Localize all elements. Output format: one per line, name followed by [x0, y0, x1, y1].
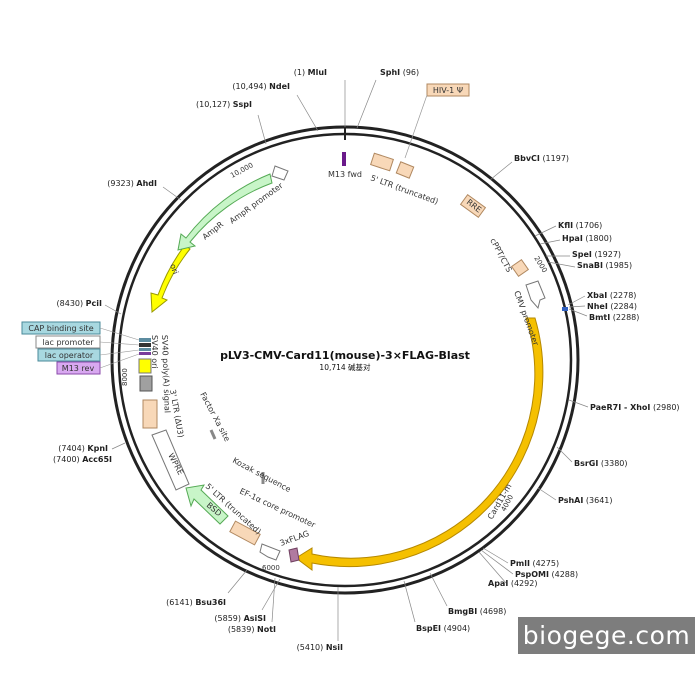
cppt-label: cPPT/CTS — [488, 237, 513, 274]
ori-label: ori — [168, 263, 180, 276]
site-bmgbi: BmgBI (4698) — [448, 607, 506, 616]
lac-promoter-mark — [139, 343, 151, 347]
ef1a-feature — [259, 543, 281, 561]
site-hpai: HpaI (1800) — [562, 234, 612, 243]
flag-feature — [288, 547, 300, 563]
wpre-feature — [151, 429, 190, 491]
lac-leader-4 — [99, 353, 140, 369]
flag-label: 3xFLAG — [279, 529, 311, 548]
sv40-ori-feature — [138, 358, 152, 374]
site-nhei: NheI (2284) — [587, 302, 637, 311]
site-sphi: SphI (96) — [380, 68, 419, 77]
site-xhoi: PaeR7I - XhoI (2980) — [590, 403, 680, 412]
ltr5-top-feature — [370, 152, 394, 172]
site-bsu36i: (6141) Bsu36I — [166, 598, 226, 607]
cap-label: CAP binding site — [28, 324, 93, 333]
ltr5-top-feature-b — [395, 161, 415, 179]
m13-fwd-feature — [342, 152, 346, 166]
site-sspi: (10,127) SspI — [196, 100, 252, 109]
site-bmti: BmtI (2288) — [589, 313, 639, 322]
factor-xa-mark — [209, 429, 217, 440]
xbai-mark — [562, 307, 568, 311]
site-pspomi: PspOMI (4288) — [515, 570, 578, 579]
site-pmli: PmlI (4275) — [510, 559, 559, 568]
site-asisi: (5859) AsiSI — [214, 614, 266, 623]
cmv-feature — [525, 280, 546, 310]
sv40-polya-label: SV40 poly(A) signal — [160, 335, 172, 413]
site-nsii: (5410) NsiI — [297, 643, 343, 652]
watermark-text: biogege.com — [522, 621, 691, 650]
site-kpni: (7404) KpnI — [58, 444, 108, 453]
hiv-psi-label: HIV-1 Ψ — [433, 86, 463, 95]
site-pcii: (8430) PciI — [57, 299, 103, 308]
site-ahdi: (9323) AhdI — [107, 179, 157, 188]
lac-leader-2 — [99, 341, 140, 346]
site-noti: (5839) NotI — [228, 625, 276, 634]
ltr3-feature — [142, 399, 158, 429]
lac-leader-3 — [99, 349, 140, 356]
sv40-ori-label: SV40 ori — [150, 335, 159, 369]
watermark-background — [518, 617, 695, 654]
ltr5-low-feature — [229, 520, 261, 546]
site-apai: ApaI (4292) — [488, 579, 537, 588]
site-mlui: (1) MluI — [294, 68, 327, 77]
site-bspei: BspEI (4904) — [416, 624, 470, 633]
site-bsrgi: BsrGI (3380) — [574, 459, 628, 468]
site-leaders — [104, 79, 589, 641]
site-ndei: (10,494) NdeI — [232, 82, 290, 91]
cap-site-mark — [139, 338, 151, 342]
ampr-promoter-arrow — [271, 165, 289, 181]
site-xbai: XbaI (2278) — [587, 291, 636, 300]
lacp-label: lac promoter — [42, 338, 94, 347]
m13rev-label: M13 rev — [62, 364, 95, 373]
site-bbvci: BbvCI (1197) — [514, 154, 569, 163]
hiv-psi-leader — [404, 94, 428, 159]
card11-feature — [295, 317, 544, 571]
laco-label: lac operator — [45, 351, 94, 360]
bsd-feature — [185, 484, 229, 525]
ltr5-top-label: 5' LTR (truncated) — [369, 173, 439, 206]
rre-feature — [459, 193, 487, 219]
factor-xa-label: Factor Xa site — [198, 391, 232, 443]
site-spei: SpeI (1927) — [572, 250, 621, 259]
lac-operator-mark — [139, 348, 151, 351]
cppt-feature — [510, 258, 530, 278]
sv40-polya-feature — [139, 375, 153, 392]
m13-fwd-label: M13 fwd — [328, 170, 362, 179]
site-kfli: KflI (1706) — [558, 221, 602, 230]
plasmid-size: 10,714 碱基对 — [319, 362, 371, 372]
plasmid-title: pLV3-CMV-Card11(mouse)-3×FLAG-Blast — [220, 349, 470, 362]
lac-leader-1 — [99, 327, 140, 341]
site-pshai: PshAI (3641) — [558, 496, 613, 505]
site-snabi: SnaBI (1985) — [577, 261, 632, 270]
tick-6000: 6000 — [262, 564, 280, 572]
site-acc65i: (7400) Acc65I — [53, 455, 112, 464]
m13-rev-mark — [139, 352, 151, 355]
tick-8000: 8000 — [121, 368, 129, 386]
hiv-psi-box — [426, 83, 470, 97]
ampr-feature — [177, 173, 273, 251]
ori-feature — [150, 244, 191, 313]
